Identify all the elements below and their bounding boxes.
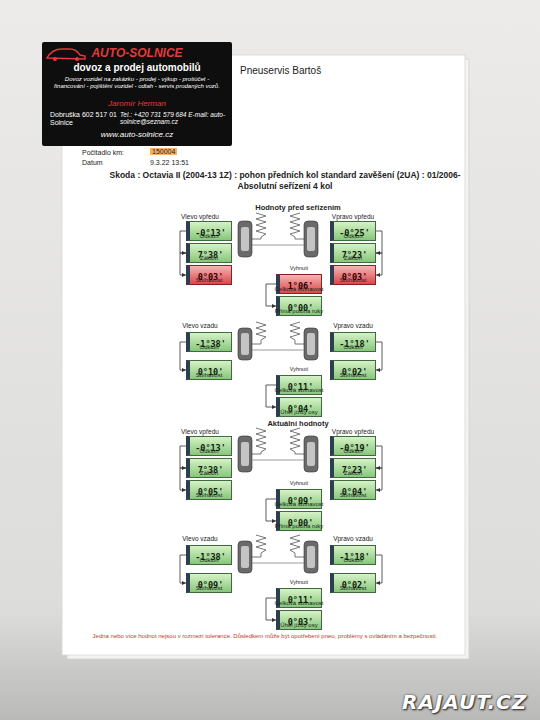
value-caption: Celková sbíhavost — [274, 501, 323, 507]
rear-axle-figure — [238, 535, 318, 573]
value-caption: Celková sbíhavost — [274, 286, 323, 292]
value-caption: Sbíhavost — [196, 372, 223, 378]
value-caption: Záklon — [200, 470, 218, 476]
business-card: AUTO-SOLNICEdovoz a prodej automobilůDov… — [42, 42, 232, 146]
brand-name: AUTO-SOLNICE — [42, 47, 232, 61]
value-caption: Odklon — [343, 233, 362, 239]
odometer-label: Počitadlo km: — [82, 149, 124, 156]
date-value: 9.3.22 13:51 — [150, 159, 189, 166]
value-caption: Úhel jízdy osy — [280, 409, 317, 415]
section-heading: Aktuální hodnoty — [267, 419, 328, 428]
value-caption: Přímá poloha ruky — [275, 308, 324, 314]
wheel-heading: Vpravo vpředu — [332, 213, 374, 220]
value-caption: Sbíhavost — [196, 277, 223, 283]
wheel-heading: Vlevo vpředu — [181, 213, 219, 220]
wheel-heading: Vpravo vzadu — [333, 535, 373, 542]
value-caption: Odklon — [199, 344, 218, 350]
front-axle-figure — [238, 428, 318, 472]
contact-info: Tel.: +420 731 579 684 E-mail: auto-soln… — [120, 111, 228, 126]
shop-name: Pneuservis Bartoš — [240, 65, 321, 76]
wheel-heading: Vpravo vzadu — [333, 322, 373, 329]
value-caption: Vyhnutí — [290, 265, 308, 271]
value-caption: Odklon — [343, 448, 362, 454]
website: www.auto-solnice.cz — [42, 130, 232, 139]
sequence-arrow — [376, 446, 382, 468]
wheel-heading: Vlevo vzadu — [182, 535, 217, 542]
value-caption: Záklon — [200, 255, 218, 261]
value-caption: Sbíhavost — [340, 492, 367, 498]
value-caption: Odklon — [343, 344, 362, 350]
watermark: RAJAUT.CZ — [402, 690, 527, 714]
value-caption: Vyhnutí — [290, 480, 308, 486]
rear-axle-figure — [238, 322, 318, 360]
value-caption: Odklon — [199, 557, 218, 563]
sequence-arrow — [376, 555, 382, 583]
value-caption: Odklon — [199, 448, 218, 454]
value-caption: Sbíhavost — [340, 585, 367, 591]
printout-title: Skoda : Octavia II (2004-13 1Z) : pohon … — [105, 170, 465, 191]
value-caption: Odklon — [199, 233, 218, 239]
value-caption: Sbíhavost — [340, 372, 367, 378]
value-caption: Záklon — [344, 470, 362, 476]
sequence-arrow — [376, 231, 382, 253]
value-caption: Sbíhavost — [340, 277, 367, 283]
sequence-arrow — [376, 468, 382, 490]
value-caption: Sbíhavost — [196, 585, 223, 591]
front-axle-figure — [238, 213, 318, 257]
odometer-value: 150004 — [150, 148, 177, 155]
value-caption: Celková sbíhavost — [274, 387, 323, 393]
sequence-arrow — [376, 253, 382, 275]
value-caption: Odklon — [343, 557, 362, 563]
tagline: dovoz a prodej automobilů — [42, 62, 232, 74]
value-caption: Záklon — [344, 255, 362, 261]
value-caption: Vyhnutí — [290, 366, 308, 372]
address: Dobruška 602 517 01 Solnice — [50, 111, 118, 127]
tolerance-note: Jedna nebo více hodnot nejsou v rozmezí … — [68, 633, 463, 639]
value-caption: Celková sbíhavost — [274, 600, 323, 606]
sequence-arrow — [376, 342, 382, 370]
contact-name: Jaromír Herman — [42, 99, 232, 108]
section-heading: Hodnoty před seřízením — [255, 203, 340, 212]
value-caption: Sbíhavost — [196, 492, 223, 498]
value-caption: Vyhnutí — [290, 579, 308, 585]
value-caption: Přímá poloha ruky — [275, 523, 324, 529]
service-list: Dovoz vozidel na zakázku - prodej - výku… — [49, 76, 225, 90]
value-caption: Úhel jízdy osy — [280, 622, 317, 628]
wheel-heading: Vlevo vpředu — [181, 428, 219, 435]
date-label: Datum — [82, 159, 103, 166]
wheel-heading: Vpravo vpředu — [332, 428, 374, 435]
wheel-heading: Vlevo vzadu — [182, 322, 217, 329]
